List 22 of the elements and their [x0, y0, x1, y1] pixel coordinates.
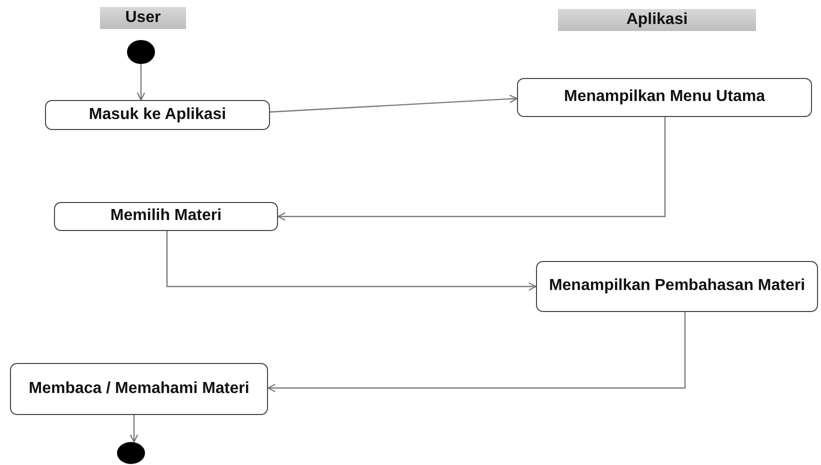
arrow: [166, 231, 537, 291]
activity-label: Masuk ke Aplikasi: [88, 104, 226, 125]
state-circle: [117, 442, 145, 464]
arrow: [267, 312, 686, 392]
activity-label: Menampilkan Menu Utama: [564, 87, 765, 108]
activity-label: Menampilkan Pembahasan Materi: [548, 276, 806, 296]
activity-box: [10, 363, 268, 415]
lane-title: User: [125, 8, 161, 28]
swimlane-header: [100, 7, 186, 29]
swimlane-header: [558, 9, 756, 31]
activity-box: [517, 78, 812, 117]
activity-box: [536, 261, 818, 312]
arrow: [130, 415, 138, 443]
lane-title: Aplikasi: [626, 10, 688, 30]
activity-box: [45, 100, 270, 130]
activity-label: Membaca / Memahami Materi: [28, 378, 250, 399]
activity-box: [54, 202, 278, 231]
state-circle: [127, 40, 155, 64]
arrow: [277, 117, 666, 221]
arrow: [136, 64, 146, 101]
arrow: [270, 94, 518, 113]
activity-label: Memilih Materi: [110, 206, 222, 226]
